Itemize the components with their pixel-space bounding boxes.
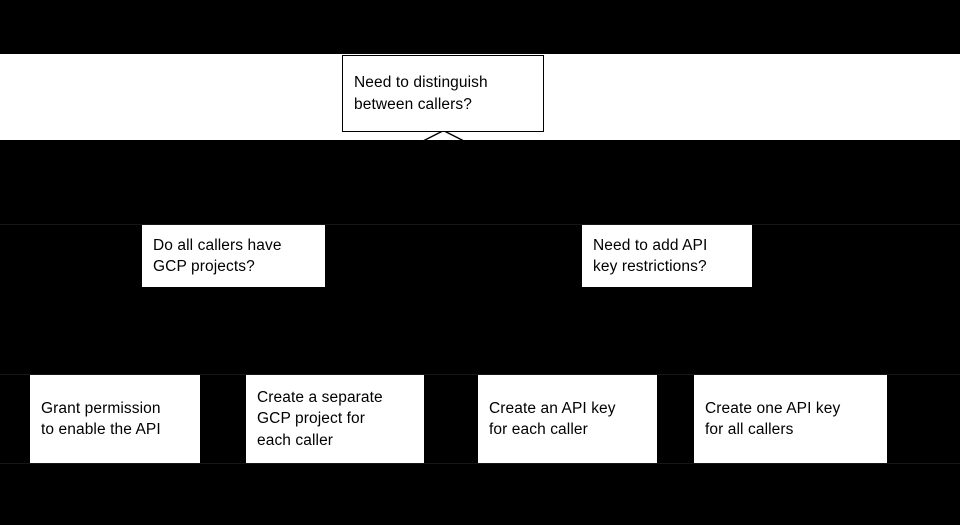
hairline-row3-top — [0, 374, 960, 375]
hairline-row3-bottom — [0, 463, 960, 464]
node-decision-gcp-projects-label: Do all callers have GCP projects? — [153, 236, 282, 275]
node-root-label: Need to distinguish between callers? — [354, 74, 488, 113]
node-outcome-api-key-each-caller-label: Create an API key for each caller — [489, 399, 616, 438]
node-outcome-grant-permission-label: Grant permission to enable the API — [41, 399, 161, 438]
node-outcome-api-key-all-callers-label: Create one API key for all callers — [705, 399, 841, 438]
node-outcome-separate-gcp-project[interactable]: Create a separate GCP project for each c… — [246, 375, 424, 463]
hairline-row2 — [0, 224, 960, 225]
node-outcome-api-key-each-caller[interactable]: Create an API key for each caller — [478, 375, 657, 463]
node-decision-gcp-projects[interactable]: Do all callers have GCP projects? — [142, 225, 325, 287]
node-outcome-separate-gcp-project-label: Create a separate GCP project for each c… — [257, 388, 383, 449]
node-decision-api-key-restrictions-label: Need to add API key restrictions? — [593, 236, 708, 275]
node-root[interactable]: Need to distinguish between callers? — [342, 55, 544, 132]
node-outcome-grant-permission[interactable]: Grant permission to enable the API — [30, 375, 200, 463]
node-outcome-api-key-all-callers[interactable]: Create one API key for all callers — [694, 375, 887, 463]
node-decision-api-key-restrictions[interactable]: Need to add API key restrictions? — [582, 225, 752, 287]
